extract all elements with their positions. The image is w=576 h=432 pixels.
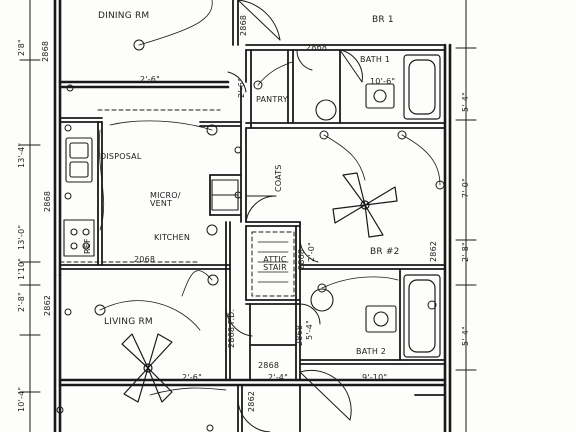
door-swings [225,0,363,432]
room-label-coats: COATS [274,164,283,192]
dim-label-2-8-top: 2'8" [17,39,26,56]
dim-label-2068: 2068 [134,255,156,264]
dim-label-5-4-right: 5'-4" [461,326,470,346]
dim-label-2-6-pantry: 2'-6" [237,78,246,98]
room-label-pantry: PANTRY [256,95,288,104]
exterior-walls [53,0,452,432]
dim-label-9-10: 9'-10" [362,373,388,382]
dim-label-2-8-left: 2'-8" [17,292,26,312]
dim-label-2868-top-left: 2868 [41,40,50,62]
room-label-br1: BR 1 [372,15,394,25]
dim-label-10-4: 10'-4" [17,386,26,412]
dashed-soffit-lines [59,109,295,297]
switch-circuit-arcs [98,0,441,396]
bathtubs [403,54,441,358]
dim-label-2-6-living: 2'-6" [182,373,202,382]
room-label-attic-stair: ATTIC STAIR [263,255,287,272]
plumbing-fixtures [63,83,397,333]
dim-label-2-4: 2'-4" [268,373,288,382]
dim-label-2868-center: 2868 [239,14,248,36]
dim-label-2-6-dining: 2'-6" [140,75,160,84]
room-label-dining: DINING RM [98,11,150,21]
dim-label-1-10: 1'10" [17,257,26,280]
dim-label-13-4: 13'-4" [17,142,26,168]
dimension-lines-left [19,0,41,432]
electrical-fixtures [56,39,445,432]
dim-label-2868-fd: 2868 F.D. [227,308,236,348]
dim-label-2868-br2: 2868 [297,248,306,270]
room-label-micro-vent: MICRO/ VENT [150,191,181,208]
dim-label-2862-right: 2862 [429,240,438,262]
dim-label-2-0-br2: 2'-0" [307,242,316,262]
interior-walls [59,0,446,432]
room-label-br2: BR #2 [370,247,400,257]
dimension-lines-right [455,0,477,432]
dim-label-5-4-top: 5'-4" [461,92,470,112]
dim-label-10-6: 10'-6" [370,77,396,86]
room-label-bath1: BATH 1 [360,55,391,64]
dim-label-2-8-right: 2'-8" [461,242,470,262]
dim-label-2862-bottom: 2862 [247,390,256,412]
room-label-bath2: BATH 2 [356,347,387,356]
dim-label-2862-left: 2862 [43,294,52,316]
dim-label-2868-bath1: 2868 [306,43,328,52]
dim-label-7-0: 7'-0" [461,178,470,198]
dim-label-5-4-bath2: 5'-4" [305,320,314,340]
dim-label-13-0: 13'-0" [17,224,26,250]
ceiling-fans [121,172,398,403]
dim-label-2868-bottom: 2868 [258,361,280,370]
room-label-kitchen: KITCHEN [154,233,191,242]
dim-label-2868-bath2: 2868 [295,324,304,346]
attic-stair-hatch [257,241,289,283]
room-label-living: LIVING RM [104,317,153,327]
room-label-disposal: DISPOSAL [100,152,142,161]
room-label-ref: REF [83,238,92,254]
dim-label-2868-upper: 2868 [43,190,52,212]
